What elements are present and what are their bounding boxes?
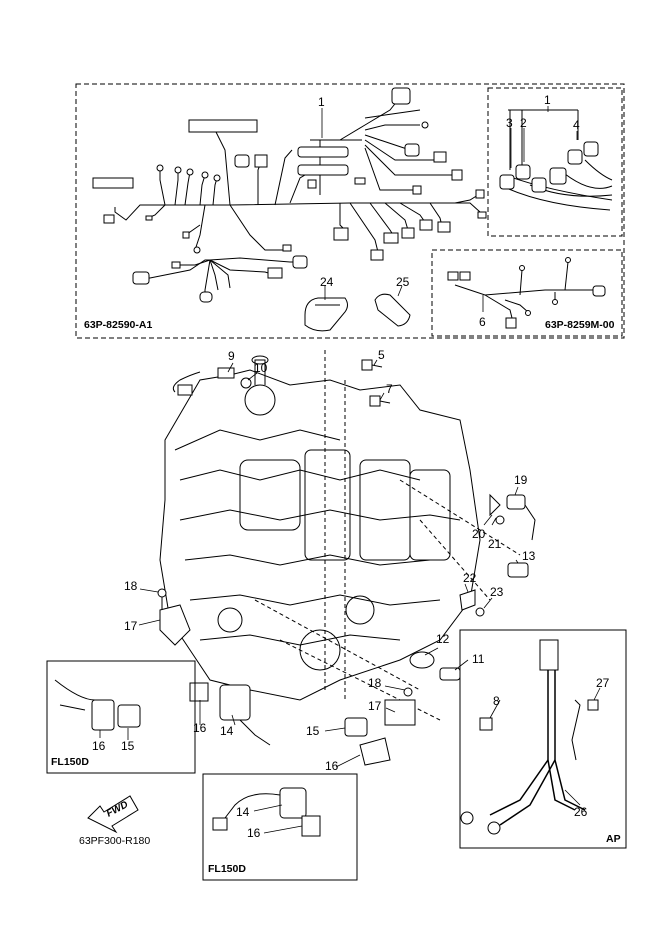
parts-22-23 [459, 589, 485, 617]
sensor-19-13 [489, 493, 536, 578]
leader-lines [99, 106, 601, 834]
inset-right-frame [459, 629, 627, 849]
callout-14-main: 14 [220, 724, 234, 738]
harness-frame [75, 83, 625, 339]
callout-11: 11 [472, 652, 485, 666]
callout-3: 3 [506, 116, 513, 130]
engine-block [159, 350, 521, 721]
inset-bottom-parts [212, 787, 321, 837]
callout-16: 16 [325, 759, 339, 773]
callout-21: 21 [488, 537, 502, 551]
tag-fl150d-bottom: FL150D [208, 863, 246, 875]
grommet-24 [304, 297, 348, 332]
callout-24: 24 [320, 275, 334, 289]
lower-middle-parts [344, 687, 416, 766]
callout-20: 20 [472, 527, 486, 541]
callout-2: 2 [520, 116, 527, 130]
callout-1-inset: 1 [544, 93, 551, 107]
callout-8: 8 [493, 694, 500, 708]
callout-16-left2: 16 [193, 721, 207, 735]
battery-cable-26 [460, 639, 599, 835]
clamp-25 [374, 293, 411, 327]
callout-18-left: 18 [124, 579, 138, 593]
sub-harness-connectors [499, 141, 599, 193]
callout-6: 6 [479, 315, 486, 329]
bolts-5-7 [361, 359, 391, 407]
callout-25: 25 [396, 275, 410, 289]
callout-16-inset-bottom: 16 [247, 826, 261, 840]
sub-harness-inset [499, 109, 613, 211]
callout-19: 19 [514, 473, 528, 487]
callout-5: 5 [378, 348, 385, 362]
callout-9: 9 [228, 349, 235, 363]
callout-14-inset: 14 [236, 805, 250, 819]
ref-harness-sub: 63P-8259M-00 [545, 319, 615, 331]
inset-left-frame [46, 660, 196, 774]
harness-6-connectors [447, 257, 606, 329]
callout-10: 10 [254, 361, 268, 375]
ref-figure: 63PF300-R180 [79, 835, 151, 847]
harness-6 [454, 261, 595, 319]
callout-17-left: 17 [124, 619, 138, 633]
callout-17-right: 17 [368, 699, 382, 713]
callout-13: 13 [522, 549, 536, 563]
inset-left-parts [54, 679, 141, 731]
bracket-17-left [157, 588, 191, 646]
callout-15: 15 [306, 724, 320, 738]
callout-7: 7 [386, 382, 393, 396]
callout-1: 1 [318, 95, 325, 109]
callout-4: 4 [573, 118, 580, 132]
bolt-8 [479, 717, 493, 731]
connector-14-main [189, 682, 271, 746]
callout-16-inset-left: 16 [92, 739, 106, 753]
callout-18-right: 18 [368, 676, 382, 690]
inset-bottom-frame [202, 773, 358, 881]
callout-27: 27 [596, 676, 610, 690]
callout-12: 12 [436, 632, 450, 646]
tag-ap: AP [606, 833, 621, 845]
tag-fl150d-left: FL150D [51, 756, 89, 768]
sensor-9 [172, 367, 252, 396]
fwd-arrow [87, 795, 139, 834]
main-harness-connectors [92, 87, 487, 303]
callout-22: 22 [463, 571, 477, 585]
callout-23: 23 [490, 585, 504, 599]
callout-15-inset: 15 [121, 739, 135, 753]
parts-11-12 [409, 651, 461, 681]
ref-harness-main: 63P-82590-A1 [84, 319, 153, 331]
callout-26: 26 [574, 805, 588, 819]
